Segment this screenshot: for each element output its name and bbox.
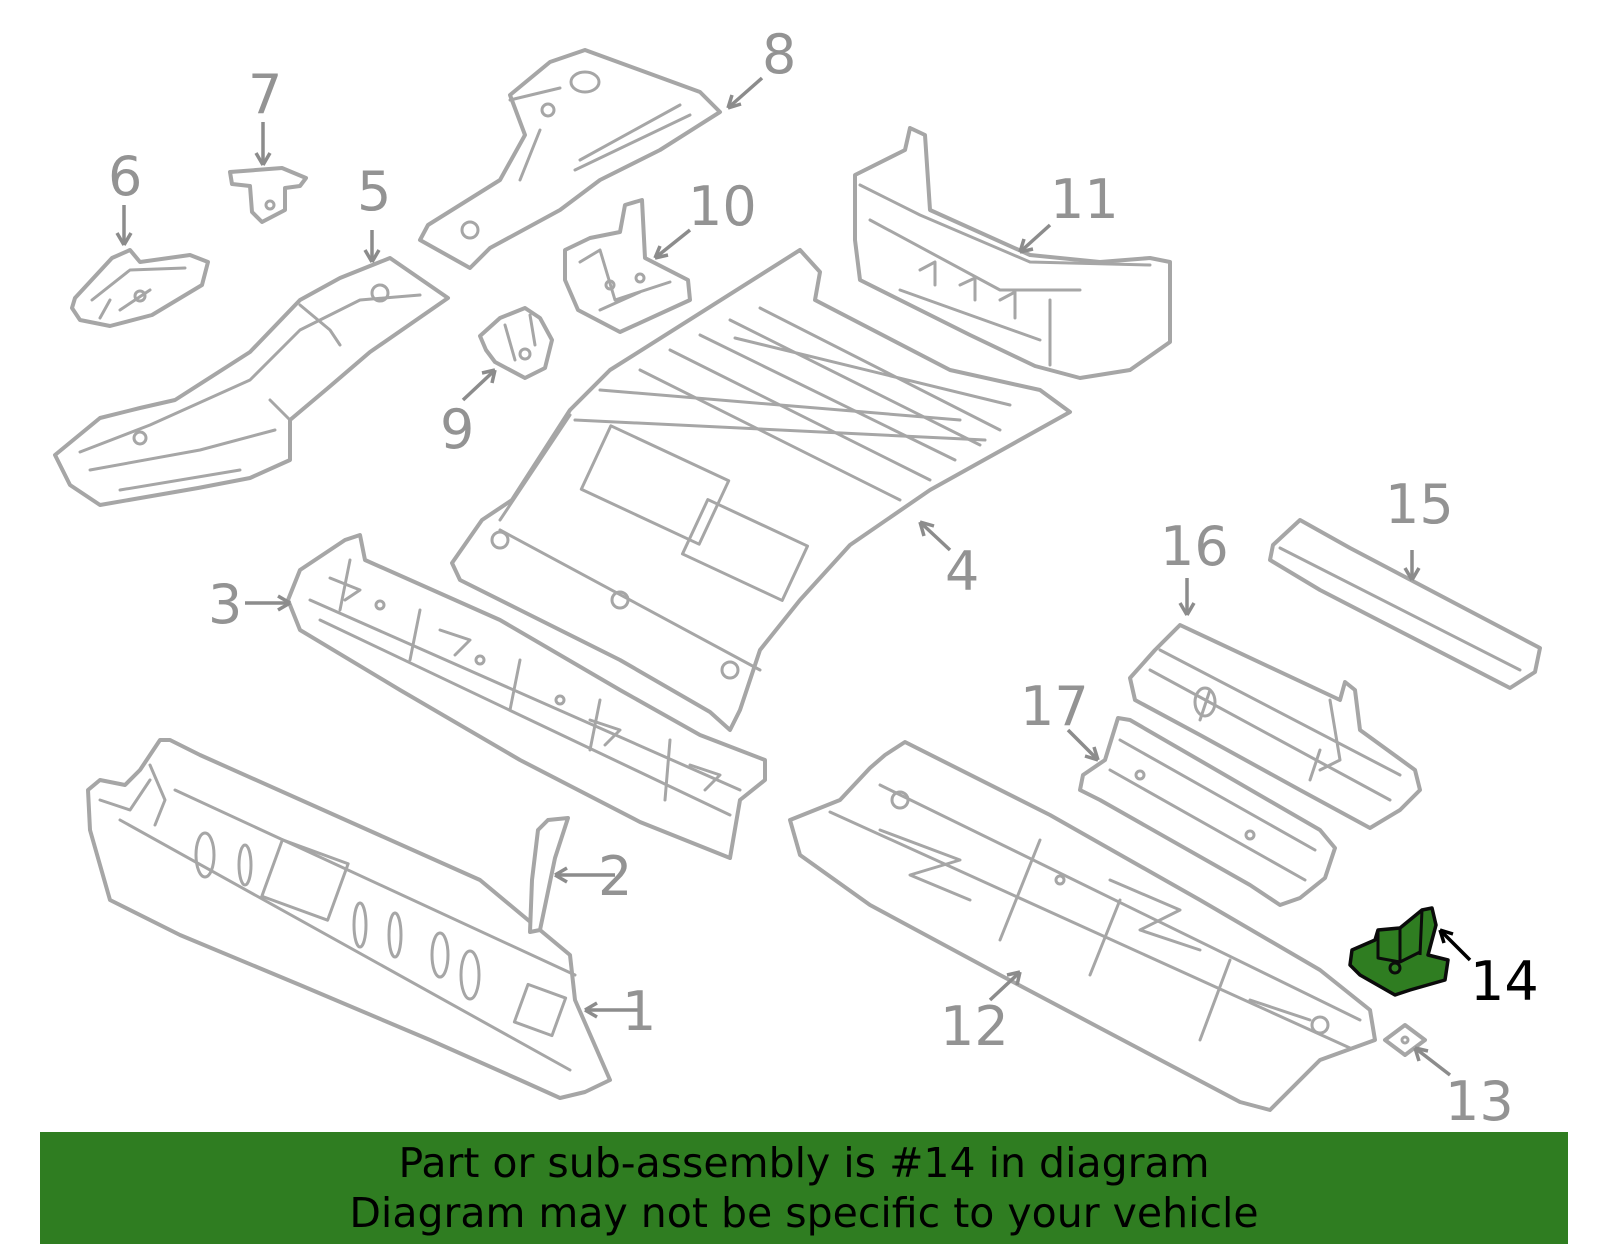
callout-1: 1 xyxy=(622,980,656,1043)
arrow-12 xyxy=(988,970,1022,1002)
callout-6: 6 xyxy=(108,145,142,208)
part-6 xyxy=(70,248,210,328)
callout-16: 16 xyxy=(1160,515,1229,578)
part-10 xyxy=(563,198,692,334)
arrow-9 xyxy=(461,368,497,402)
arrow-17 xyxy=(1066,728,1100,762)
arrow-10 xyxy=(653,228,692,260)
banner-line-part-number: Part or sub-assembly is #14 in diagram xyxy=(398,1139,1210,1187)
part-5 xyxy=(53,256,450,507)
callout-4: 4 xyxy=(945,540,979,603)
arrow-4 xyxy=(918,520,952,552)
callout-5: 5 xyxy=(357,160,391,223)
callout-8: 8 xyxy=(762,23,796,86)
callout-14: 14 xyxy=(1470,950,1539,1013)
callout-2: 2 xyxy=(598,845,632,908)
callout-3: 3 xyxy=(208,573,242,636)
part-15 xyxy=(1268,518,1542,690)
part-17 xyxy=(1078,716,1337,907)
part-11 xyxy=(853,126,1172,380)
part-3 xyxy=(286,533,767,860)
part-14-highlighted[interactable] xyxy=(1348,906,1450,997)
arrow-13 xyxy=(1413,1046,1452,1077)
part-1 xyxy=(86,738,612,1100)
callout-15: 15 xyxy=(1385,473,1454,536)
part-9 xyxy=(478,306,554,380)
callout-labels: 1 2 3 4 5 6 7 8 9 10 11 12 13 14 15 16 1… xyxy=(108,23,1539,1133)
part-13 xyxy=(1383,1023,1427,1057)
leader-arrows xyxy=(115,76,1472,1077)
part-8 xyxy=(418,48,722,270)
banner-line-disclaimer: Diagram may not be specific to your vehi… xyxy=(349,1189,1259,1237)
callout-9: 9 xyxy=(440,398,474,461)
callout-7: 7 xyxy=(248,63,282,126)
part-2 xyxy=(528,816,570,934)
arrow-14 xyxy=(1438,928,1472,962)
callout-17: 17 xyxy=(1020,675,1089,738)
callout-13: 13 xyxy=(1445,1070,1514,1133)
arrow-1-head xyxy=(584,1001,598,1019)
callout-10: 10 xyxy=(688,175,757,238)
callout-11: 11 xyxy=(1050,168,1119,231)
part-4 xyxy=(450,248,1072,732)
arrow-11 xyxy=(1018,223,1052,254)
callout-12: 12 xyxy=(940,995,1009,1058)
part-12 xyxy=(788,740,1377,1112)
arrow-8 xyxy=(726,76,764,110)
part-16 xyxy=(1128,623,1422,830)
info-banner: Part or sub-assembly is #14 in diagram D… xyxy=(40,1132,1568,1244)
part-7 xyxy=(228,166,308,224)
